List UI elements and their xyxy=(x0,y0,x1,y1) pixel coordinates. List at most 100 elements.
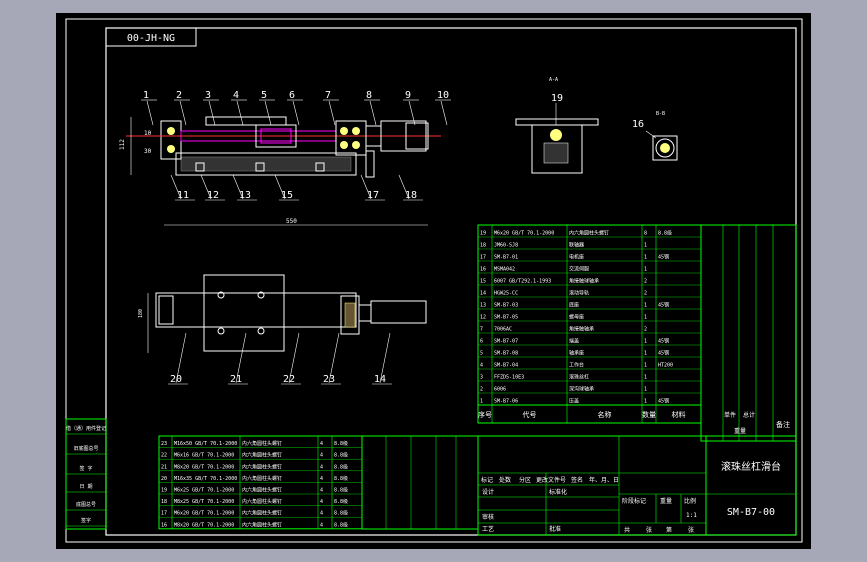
balloon-top-9: 9 xyxy=(405,90,411,101)
balloon-leader xyxy=(236,100,244,126)
bom-cell: 7006AC xyxy=(494,327,512,333)
balloon-leader xyxy=(288,332,300,384)
bom-cell: 45钢 xyxy=(658,302,669,309)
balloon-bottom-18: 18 xyxy=(405,190,417,201)
bom-cell: M6x25 GB/T 70.1-2000 xyxy=(174,488,234,494)
bom-cell: 压盖 xyxy=(569,398,579,405)
bom-cell: 内六角圆柱头螺钉 xyxy=(242,521,282,528)
bom-cell: 4 xyxy=(480,363,483,369)
bom-cell: HGW25-CC xyxy=(494,291,518,297)
balloon-leader xyxy=(170,174,182,200)
bom-cell: 6007 GB/T292.1-1993 xyxy=(494,279,551,285)
tb-process: 工艺 xyxy=(482,525,494,533)
bom-cell: 轴承座 xyxy=(569,350,584,357)
bom-cell: 6 xyxy=(480,339,483,345)
drawing-title: 滚珠丝杠滑台 xyxy=(721,460,781,473)
bom-cell: 4 xyxy=(320,453,323,459)
balloon-plan-20: 20 xyxy=(170,374,182,385)
balloon-bottom-13: 13 xyxy=(239,190,251,201)
bom-cell: 2 xyxy=(644,291,647,297)
bom-cell: 1 xyxy=(644,315,647,321)
bom-cell: 15 xyxy=(480,279,486,285)
bom-cell: 8 xyxy=(644,231,647,237)
plan-view: 180 xyxy=(138,274,427,353)
tb-design: 设计 xyxy=(482,488,494,496)
balloon-19: 19 xyxy=(551,93,563,104)
left-strip-cell: 日 期 xyxy=(79,484,92,490)
bom-cell: 交流伺服 xyxy=(569,266,589,273)
bom-cell: 21 xyxy=(161,464,167,470)
bom-cell: M6x20 GB/T 70.1-2000 xyxy=(174,511,234,517)
bom-header-cell: 材料 xyxy=(672,410,686,419)
tb-weight: 重量 xyxy=(660,497,672,505)
bom-cell: 滚动导轨 xyxy=(569,290,589,297)
balloon-leader xyxy=(235,332,247,384)
section-b-view: B-B 16 xyxy=(632,111,678,161)
bom-cell: 1 xyxy=(644,339,647,345)
balloon-top-7: 7 xyxy=(325,90,331,101)
bom-cell: 17 xyxy=(480,255,486,261)
bom-cell: MSMA042 xyxy=(494,267,515,273)
bom-cell: 深沟球轴承 xyxy=(569,386,594,393)
bom-cell: 内六角圆柱头螺钉 xyxy=(242,452,282,459)
bom-cell: 1 xyxy=(644,255,647,261)
bom-cell: 19 xyxy=(480,231,486,237)
code-box xyxy=(105,27,197,47)
tb-standardize: 标准化 xyxy=(549,488,567,496)
bom-cell: 1 xyxy=(644,351,647,357)
dim-small-2: 30 xyxy=(144,148,152,155)
bom-cell: SM-B7-04 xyxy=(494,363,518,369)
bom-header-remark: 备注 xyxy=(776,420,790,429)
bom-cell: 19 xyxy=(161,488,167,494)
bom-cell: 4 xyxy=(320,476,323,482)
bom-cell: 18 xyxy=(161,499,167,505)
balloon-leader xyxy=(200,174,212,200)
bom-header-cell: 序号 xyxy=(478,410,492,419)
bom-cell: 8.8级 xyxy=(334,510,348,517)
bom-cell: FFZD5-10E3 xyxy=(494,375,524,381)
bom-cell: 45钢 xyxy=(658,398,669,405)
tb-scale: 比例 xyxy=(684,497,696,505)
balloon-leader xyxy=(360,174,372,200)
balloon-top-2: 2 xyxy=(176,90,182,101)
tb-sheets: 张 xyxy=(646,526,652,534)
balloon-plan-22: 22 xyxy=(283,374,295,385)
balloon-leader xyxy=(232,174,244,200)
tb-approve: 批准 xyxy=(549,525,561,533)
bom-cell: SM-B7-08 xyxy=(494,351,518,357)
bom-cell: 底座 xyxy=(569,302,579,309)
drawing-number: SM-B7-00 xyxy=(727,507,775,518)
bom-cell: 1 xyxy=(644,363,647,369)
balloon-plan-23: 23 xyxy=(323,374,335,385)
balloon-bottom-11: 11 xyxy=(177,190,189,201)
bom-cell: M16x50 GB/T 70.1-2000 xyxy=(174,441,237,447)
bom-cell: M6x16 GB/T 70.1-2000 xyxy=(174,453,234,459)
dim-height: 112 xyxy=(119,139,126,150)
bom-cell: 45钢 xyxy=(658,254,669,261)
balloon-leader xyxy=(179,100,187,126)
balloon-top-1: 1 xyxy=(143,90,149,101)
tb-stage-mark: 阶段标记 xyxy=(622,497,646,505)
bom-cell: 内六角圆柱头螺钉 xyxy=(242,487,282,494)
balloon-16: 16 xyxy=(632,119,644,130)
balloon-leader xyxy=(328,332,340,384)
bom-cell: 1 xyxy=(644,243,647,249)
bom-header-cell: 名称 xyxy=(598,410,612,419)
bom-cell: 4 xyxy=(320,522,323,528)
bom-cell: 4 xyxy=(320,488,323,494)
bom-cell: 1 xyxy=(644,399,647,405)
bom-cell: 8.8级 xyxy=(334,487,348,494)
bom-cell: SM-B7-06 xyxy=(494,399,518,405)
balloon-top-6: 6 xyxy=(289,90,295,101)
balloon-leader xyxy=(264,100,272,126)
balloon-bottom-15: 15 xyxy=(281,190,293,201)
outer-border xyxy=(65,18,803,543)
left-strip-cell: 旧底图总号 xyxy=(73,445,98,452)
tb-mark: 标记 xyxy=(481,476,493,484)
bom-cell: 8.8级 xyxy=(334,452,348,459)
bom-cell: 内六角圆柱头螺钉 xyxy=(569,230,609,237)
bom-cell: 角接触轴承 xyxy=(569,326,594,333)
bom-cell: SM-B7-03 xyxy=(494,303,518,309)
